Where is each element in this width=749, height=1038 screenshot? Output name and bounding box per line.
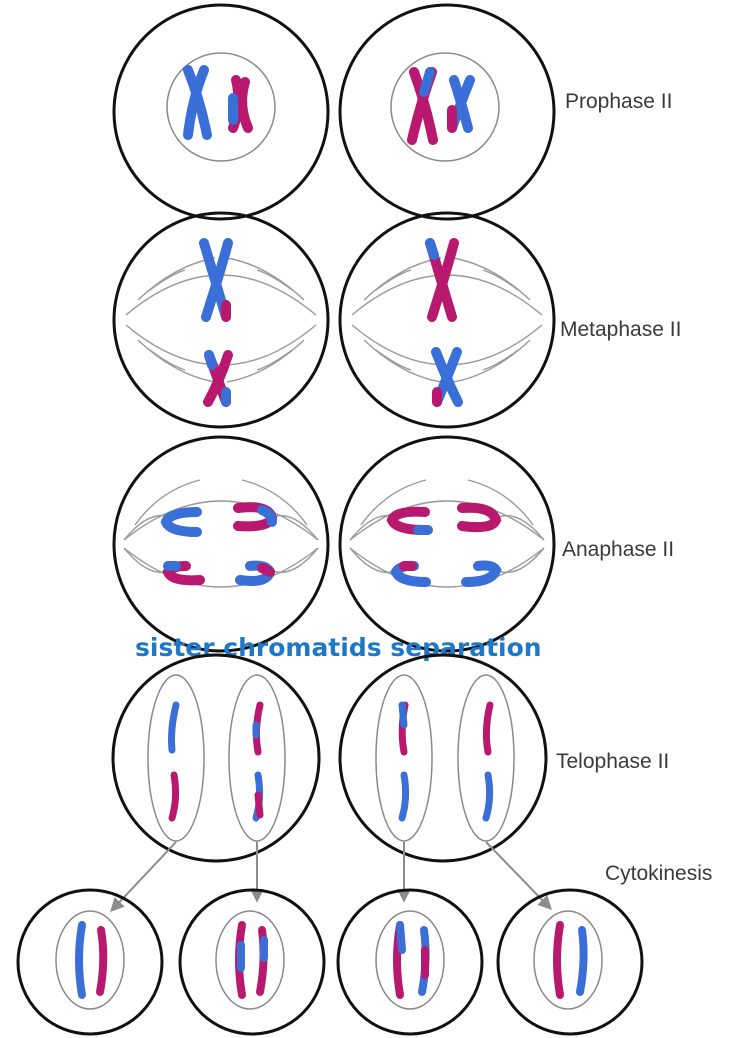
label-metaphase-ii: Metaphase II	[560, 318, 681, 341]
telophase-cell-1	[113, 655, 319, 861]
label-telophase-ii: Telophase II	[556, 750, 669, 773]
metaphase-ii-row: Metaphase II	[114, 213, 681, 427]
prophase-cell-1	[114, 5, 328, 219]
chromatid-magenta-upper-right	[238, 507, 272, 526]
label-prophase-ii: Prophase II	[565, 90, 672, 113]
chromatid-magenta-lower-left	[168, 566, 200, 580]
daughter-cell-4	[498, 890, 642, 1034]
chromosome-magenta	[233, 80, 248, 128]
daughter-cells-row	[18, 890, 642, 1034]
chromatid-blue-lower-left	[396, 566, 426, 582]
chromatids-nucleus-4	[486, 705, 490, 818]
chromatid-magenta-upper-left	[392, 512, 428, 530]
arrow-1	[112, 842, 176, 910]
daughter-cell-1	[18, 890, 162, 1034]
arrow-4	[486, 842, 550, 908]
chromosome-blue	[188, 70, 207, 135]
chromosome-blue	[436, 352, 458, 402]
chromosome-magenta	[412, 72, 433, 140]
metaphase-cell-1	[114, 213, 328, 427]
prophase-cell-2	[340, 5, 554, 219]
chromatid-blue-lower-right	[240, 566, 270, 581]
metaphase-cell-2	[340, 213, 554, 427]
telophase-cell-2	[340, 655, 546, 861]
label-anaphase-ii: Anaphase II	[562, 538, 674, 561]
anaphase-cell-2	[340, 437, 554, 651]
chromosome-magenta	[430, 243, 454, 317]
anaphase-ii-row: Anaphase II	[114, 437, 674, 651]
telophase-ii-row: Telophase II	[113, 655, 669, 861]
spindle-fibers	[124, 480, 318, 587]
chromatid-blue-upper-left	[166, 512, 197, 532]
daughter-cell-2	[180, 890, 324, 1034]
chromosome-blue	[452, 80, 470, 128]
anaphase-cell-1	[114, 437, 328, 651]
label-cytokinesis: Cytokinesis	[605, 862, 712, 885]
chromosome-magenta	[208, 355, 228, 402]
daughter-cell-3	[338, 890, 482, 1034]
chromatids-nucleus-2	[256, 705, 260, 818]
chromatid-magenta-upper-right	[462, 508, 496, 527]
chromatid-blue-lower-right	[466, 566, 496, 583]
chromatids-nucleus-3	[402, 705, 406, 818]
chromosome-blue	[204, 243, 228, 317]
prophase-ii-row: Prophase II	[114, 5, 672, 219]
spindle-fibers	[350, 480, 544, 587]
chromatids-nucleus-1	[172, 705, 177, 818]
